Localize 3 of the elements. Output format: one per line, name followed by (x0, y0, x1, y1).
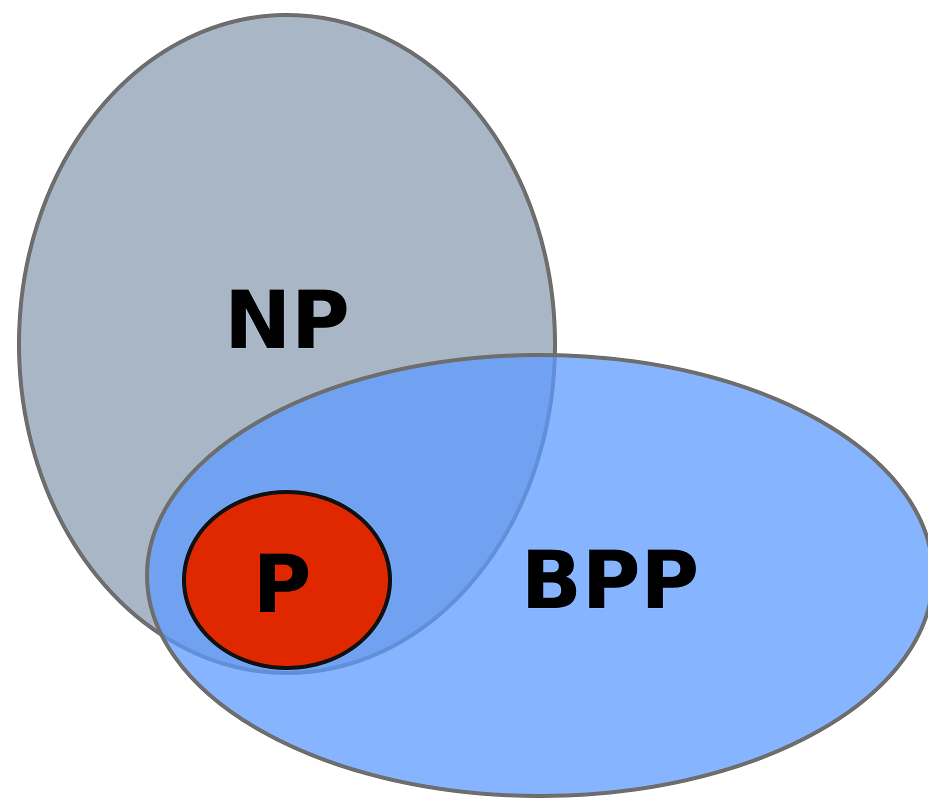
set-label: P (252, 545, 312, 625)
set-label: BPP (520, 541, 700, 621)
set-label: NP (224, 281, 350, 361)
